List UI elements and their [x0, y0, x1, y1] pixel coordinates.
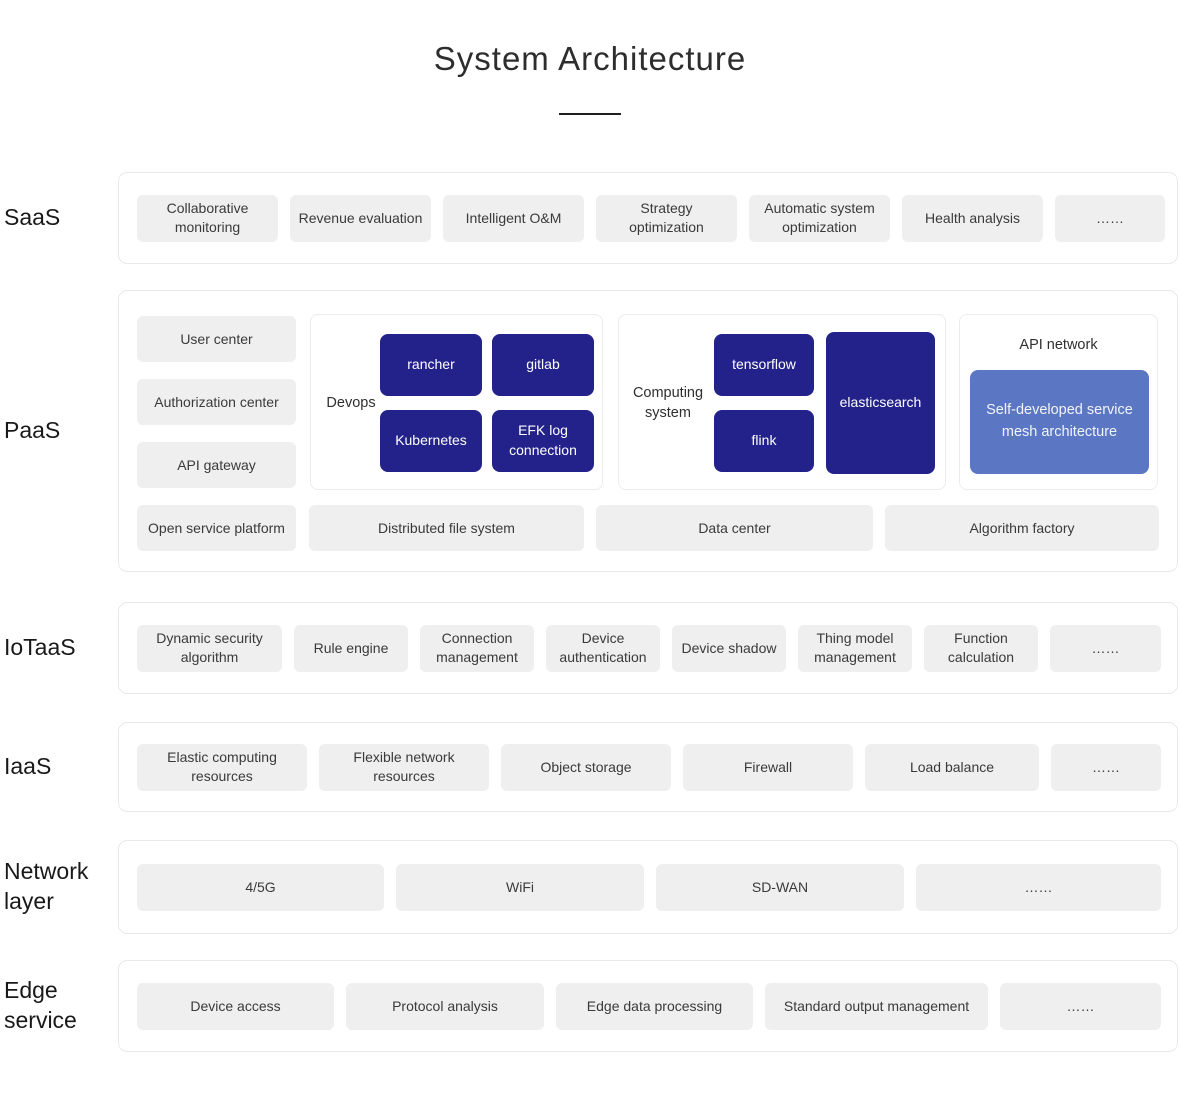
- iaas-chip-row: Elastic computing resources Flexible net…: [119, 723, 1177, 811]
- edge-chip: Protocol analysis: [346, 982, 544, 1030]
- page-title: System Architecture: [433, 40, 747, 77]
- devops-box-efk: EFK log connection: [492, 410, 594, 472]
- computing-group: Computing system tensorflow flink elasti…: [618, 314, 946, 490]
- paas-chip: User center: [137, 316, 296, 362]
- layer-row-paas: User center Authorization center API gat…: [118, 290, 1178, 572]
- paas-bottom-chip: Data center: [596, 505, 873, 551]
- iotaas-chip: Device shadow: [672, 624, 786, 672]
- layer-label-edge: Edge service: [4, 977, 77, 1033]
- paas-chip: Authorization center: [137, 379, 296, 425]
- title-underline: [559, 113, 621, 115]
- paas-bottom-chip: Algorithm factory: [885, 505, 1159, 551]
- computing-box-tensorflow: tensorflow: [714, 334, 814, 396]
- layer-row-saas: Collaborative monitoring Revenue evaluat…: [118, 172, 1178, 264]
- network-chip: SD-WAN: [656, 863, 904, 911]
- saas-chip-row: Collaborative monitoring Revenue evaluat…: [119, 173, 1177, 263]
- iotaas-chip-row: Dynamic security algorithm Rule engine C…: [119, 603, 1177, 693]
- edge-chip: Standard output management: [765, 982, 988, 1030]
- iaas-chip: Load balance: [865, 743, 1039, 791]
- saas-chip: Intelligent O&M: [443, 194, 584, 242]
- iaas-chip: Flexible network resources: [319, 743, 489, 791]
- api-network-group: API network Self-developed service mesh …: [959, 314, 1158, 490]
- iotaas-chip-ellipsis: ……: [1050, 624, 1161, 672]
- saas-chip: Collaborative monitoring: [137, 194, 278, 242]
- iotaas-chip: Connection management: [420, 624, 534, 672]
- paas-chip: API gateway: [137, 442, 296, 488]
- iaas-chip: Elastic computing resources: [137, 743, 307, 791]
- layer-row-iaas: Elastic computing resources Flexible net…: [118, 722, 1178, 812]
- layer-row-edge: Device access Protocol analysis Edge dat…: [118, 960, 1178, 1052]
- iaas-chip-ellipsis: ……: [1051, 743, 1161, 791]
- layer-label-saas: SaaS: [4, 204, 61, 231]
- saas-chip: Health analysis: [902, 194, 1043, 242]
- layer-row-network: 4/5G WiFi SD-WAN ……: [118, 840, 1178, 934]
- saas-chip: Automatic system optimization: [749, 194, 890, 242]
- saas-chip: Revenue evaluation: [290, 194, 431, 242]
- network-chip: WiFi: [396, 863, 644, 911]
- devops-box-kubernetes: Kubernetes: [380, 410, 482, 472]
- saas-chip: Strategy optimization: [596, 194, 737, 242]
- network-chip: 4/5G: [137, 863, 384, 911]
- edge-chip: Device access: [137, 982, 334, 1030]
- network-chip-row: 4/5G WiFi SD-WAN ……: [119, 841, 1177, 933]
- devops-box-gitlab: gitlab: [492, 334, 594, 396]
- api-network-group-label: API network: [1019, 337, 1098, 353]
- iotaas-chip: Device authentication: [546, 624, 660, 672]
- iotaas-chip: Rule engine: [294, 624, 408, 672]
- devops-group-label: Devops: [326, 394, 376, 411]
- network-chip-ellipsis: ……: [916, 863, 1161, 911]
- layer-label-iotaas: IoTaaS: [4, 634, 76, 661]
- iaas-chip: Object storage: [501, 743, 671, 791]
- layer-row-iotaas: Dynamic security algorithm Rule engine C…: [118, 602, 1178, 694]
- layer-label-network: Network layer: [4, 858, 89, 914]
- iaas-chip: Firewall: [683, 743, 853, 791]
- computing-box-elasticsearch: elasticsearch: [826, 332, 935, 474]
- iotaas-chip: Function calculation: [924, 624, 1038, 672]
- layer-label-iaas: IaaS: [4, 753, 52, 780]
- paas-bottom-chip: Distributed file system: [309, 505, 584, 551]
- api-network-box-service-mesh: Self-developed service mesh architecture: [970, 370, 1149, 474]
- devops-group: Devops rancher gitlab Kubernetes EFK log…: [310, 314, 603, 490]
- layer-label-paas: PaaS: [4, 417, 61, 444]
- paas-chip: Open service platform: [137, 505, 296, 551]
- edge-chip-row: Device access Protocol analysis Edge dat…: [119, 961, 1177, 1051]
- saas-chip-ellipsis: ……: [1055, 194, 1165, 242]
- edge-chip-ellipsis: ……: [1000, 982, 1161, 1030]
- computing-box-flink: flink: [714, 410, 814, 472]
- devops-box-rancher: rancher: [380, 334, 482, 396]
- iotaas-chip: Dynamic security algorithm: [137, 624, 282, 672]
- iotaas-chip: Thing model management: [798, 624, 912, 672]
- edge-chip: Edge data processing: [556, 982, 753, 1030]
- computing-group-label: Computing system: [632, 384, 704, 421]
